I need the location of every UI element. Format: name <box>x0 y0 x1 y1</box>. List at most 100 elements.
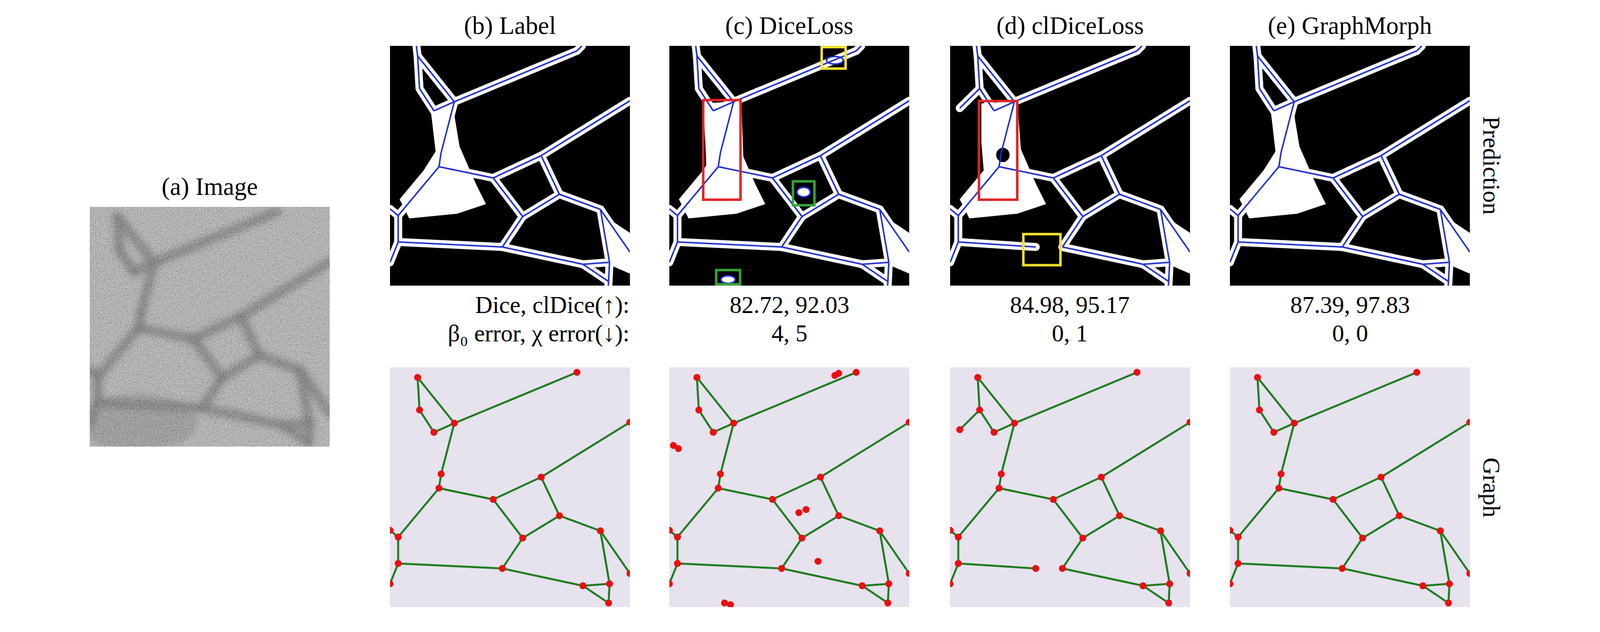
panel: (a) Image <box>89 172 330 448</box>
centerline <box>1342 216 1363 247</box>
centerline <box>433 101 455 111</box>
graph-edge <box>781 569 863 587</box>
graph-background <box>390 367 630 608</box>
graph-edge <box>781 538 802 569</box>
centerline <box>720 101 734 153</box>
graph-vertex <box>798 534 806 542</box>
graph-vertex <box>950 527 954 535</box>
membrane <box>1399 194 1441 210</box>
graph-edge <box>958 488 1000 538</box>
membrane <box>1448 262 1450 282</box>
centerline <box>820 100 910 156</box>
graph-edge <box>440 423 454 475</box>
graph-vertex <box>1359 534 1367 542</box>
graph-vertex <box>413 374 421 382</box>
graph-image <box>669 367 910 608</box>
membrane <box>1062 216 1083 247</box>
graph-vertex <box>1444 600 1452 607</box>
centerline <box>718 152 721 167</box>
graph-vertex <box>1010 419 1018 427</box>
graph-vertex <box>1255 406 1263 414</box>
membrane <box>1416 45 1422 51</box>
highlight-box <box>1023 234 1061 266</box>
graph-edge <box>493 499 523 539</box>
membrane <box>1381 100 1470 156</box>
panel: (c) DiceLoss <box>669 11 910 287</box>
graph-vertex <box>1290 419 1298 427</box>
graph-edge <box>1342 538 1363 569</box>
membrane <box>493 178 523 217</box>
graph-vertex <box>1186 418 1191 426</box>
membrane <box>820 155 839 195</box>
membrane <box>677 166 719 216</box>
graph-vertex <box>1079 534 1087 542</box>
graph-vertex <box>673 560 681 568</box>
centerline <box>440 101 454 153</box>
graph-vertex <box>1466 570 1470 578</box>
row-label: Prediction <box>1477 116 1505 215</box>
centerline <box>1257 55 1260 89</box>
graph-edge <box>1333 477 1382 500</box>
graph-edge <box>977 377 1015 424</box>
membrane <box>390 241 399 263</box>
centerline <box>502 247 584 265</box>
highlight-box <box>716 270 741 285</box>
graph-edge <box>820 477 839 516</box>
centerline <box>493 155 542 179</box>
graph-edge <box>583 584 610 587</box>
graph-edge <box>1000 423 1014 475</box>
membrane <box>1333 155 1382 179</box>
graph-image <box>950 367 1191 608</box>
centerline <box>559 194 601 210</box>
graph-vertex <box>537 473 545 481</box>
centerline <box>493 178 523 217</box>
graph-edge <box>862 584 889 587</box>
centerline <box>522 194 560 217</box>
centerline <box>1362 194 1400 217</box>
graph-edge <box>677 488 719 538</box>
graph-vertex <box>1338 565 1346 573</box>
membrane <box>493 155 542 179</box>
graph-vertex <box>997 470 1005 478</box>
graph-edge <box>1440 531 1470 575</box>
graph-edge <box>1280 423 1294 475</box>
centerline <box>950 241 959 263</box>
membrane <box>541 100 630 156</box>
graph-vertex <box>573 369 581 377</box>
graph-vertex <box>709 428 717 436</box>
membrane <box>1137 45 1143 51</box>
centerline <box>1381 100 1470 156</box>
graph-vertex <box>1032 565 1040 573</box>
graph-edge <box>1101 477 1120 516</box>
panel-title: (e) GraphMorph <box>1229 11 1470 41</box>
graph-vertex <box>1186 570 1191 578</box>
membrane <box>541 155 560 195</box>
graph-vertex <box>905 570 910 578</box>
graph-edge <box>417 377 420 410</box>
membrane <box>454 50 578 102</box>
centerline <box>577 45 583 51</box>
graph-edge <box>772 499 802 539</box>
graph-vertex <box>730 419 738 427</box>
graph-vertex <box>876 527 884 535</box>
centerline <box>397 215 400 243</box>
membrane <box>1101 155 1120 195</box>
graph-edge <box>720 423 734 475</box>
prediction-image <box>390 45 630 286</box>
centerline <box>772 155 821 179</box>
false-positive-speck <box>720 275 736 284</box>
graph-edge <box>600 531 630 575</box>
graph-vertex <box>556 512 564 520</box>
membrane <box>1053 155 1102 179</box>
graph-edge <box>1399 516 1441 532</box>
graph-edge <box>541 422 630 478</box>
centerline <box>862 264 888 282</box>
graph-edge <box>862 586 888 604</box>
highlight-box <box>979 101 1018 200</box>
centerline <box>1381 155 1400 195</box>
graph-vertex <box>693 374 701 382</box>
membrane <box>577 45 583 51</box>
graph-edge <box>583 586 609 604</box>
centerline <box>718 166 773 179</box>
graph-vertex <box>885 580 893 588</box>
